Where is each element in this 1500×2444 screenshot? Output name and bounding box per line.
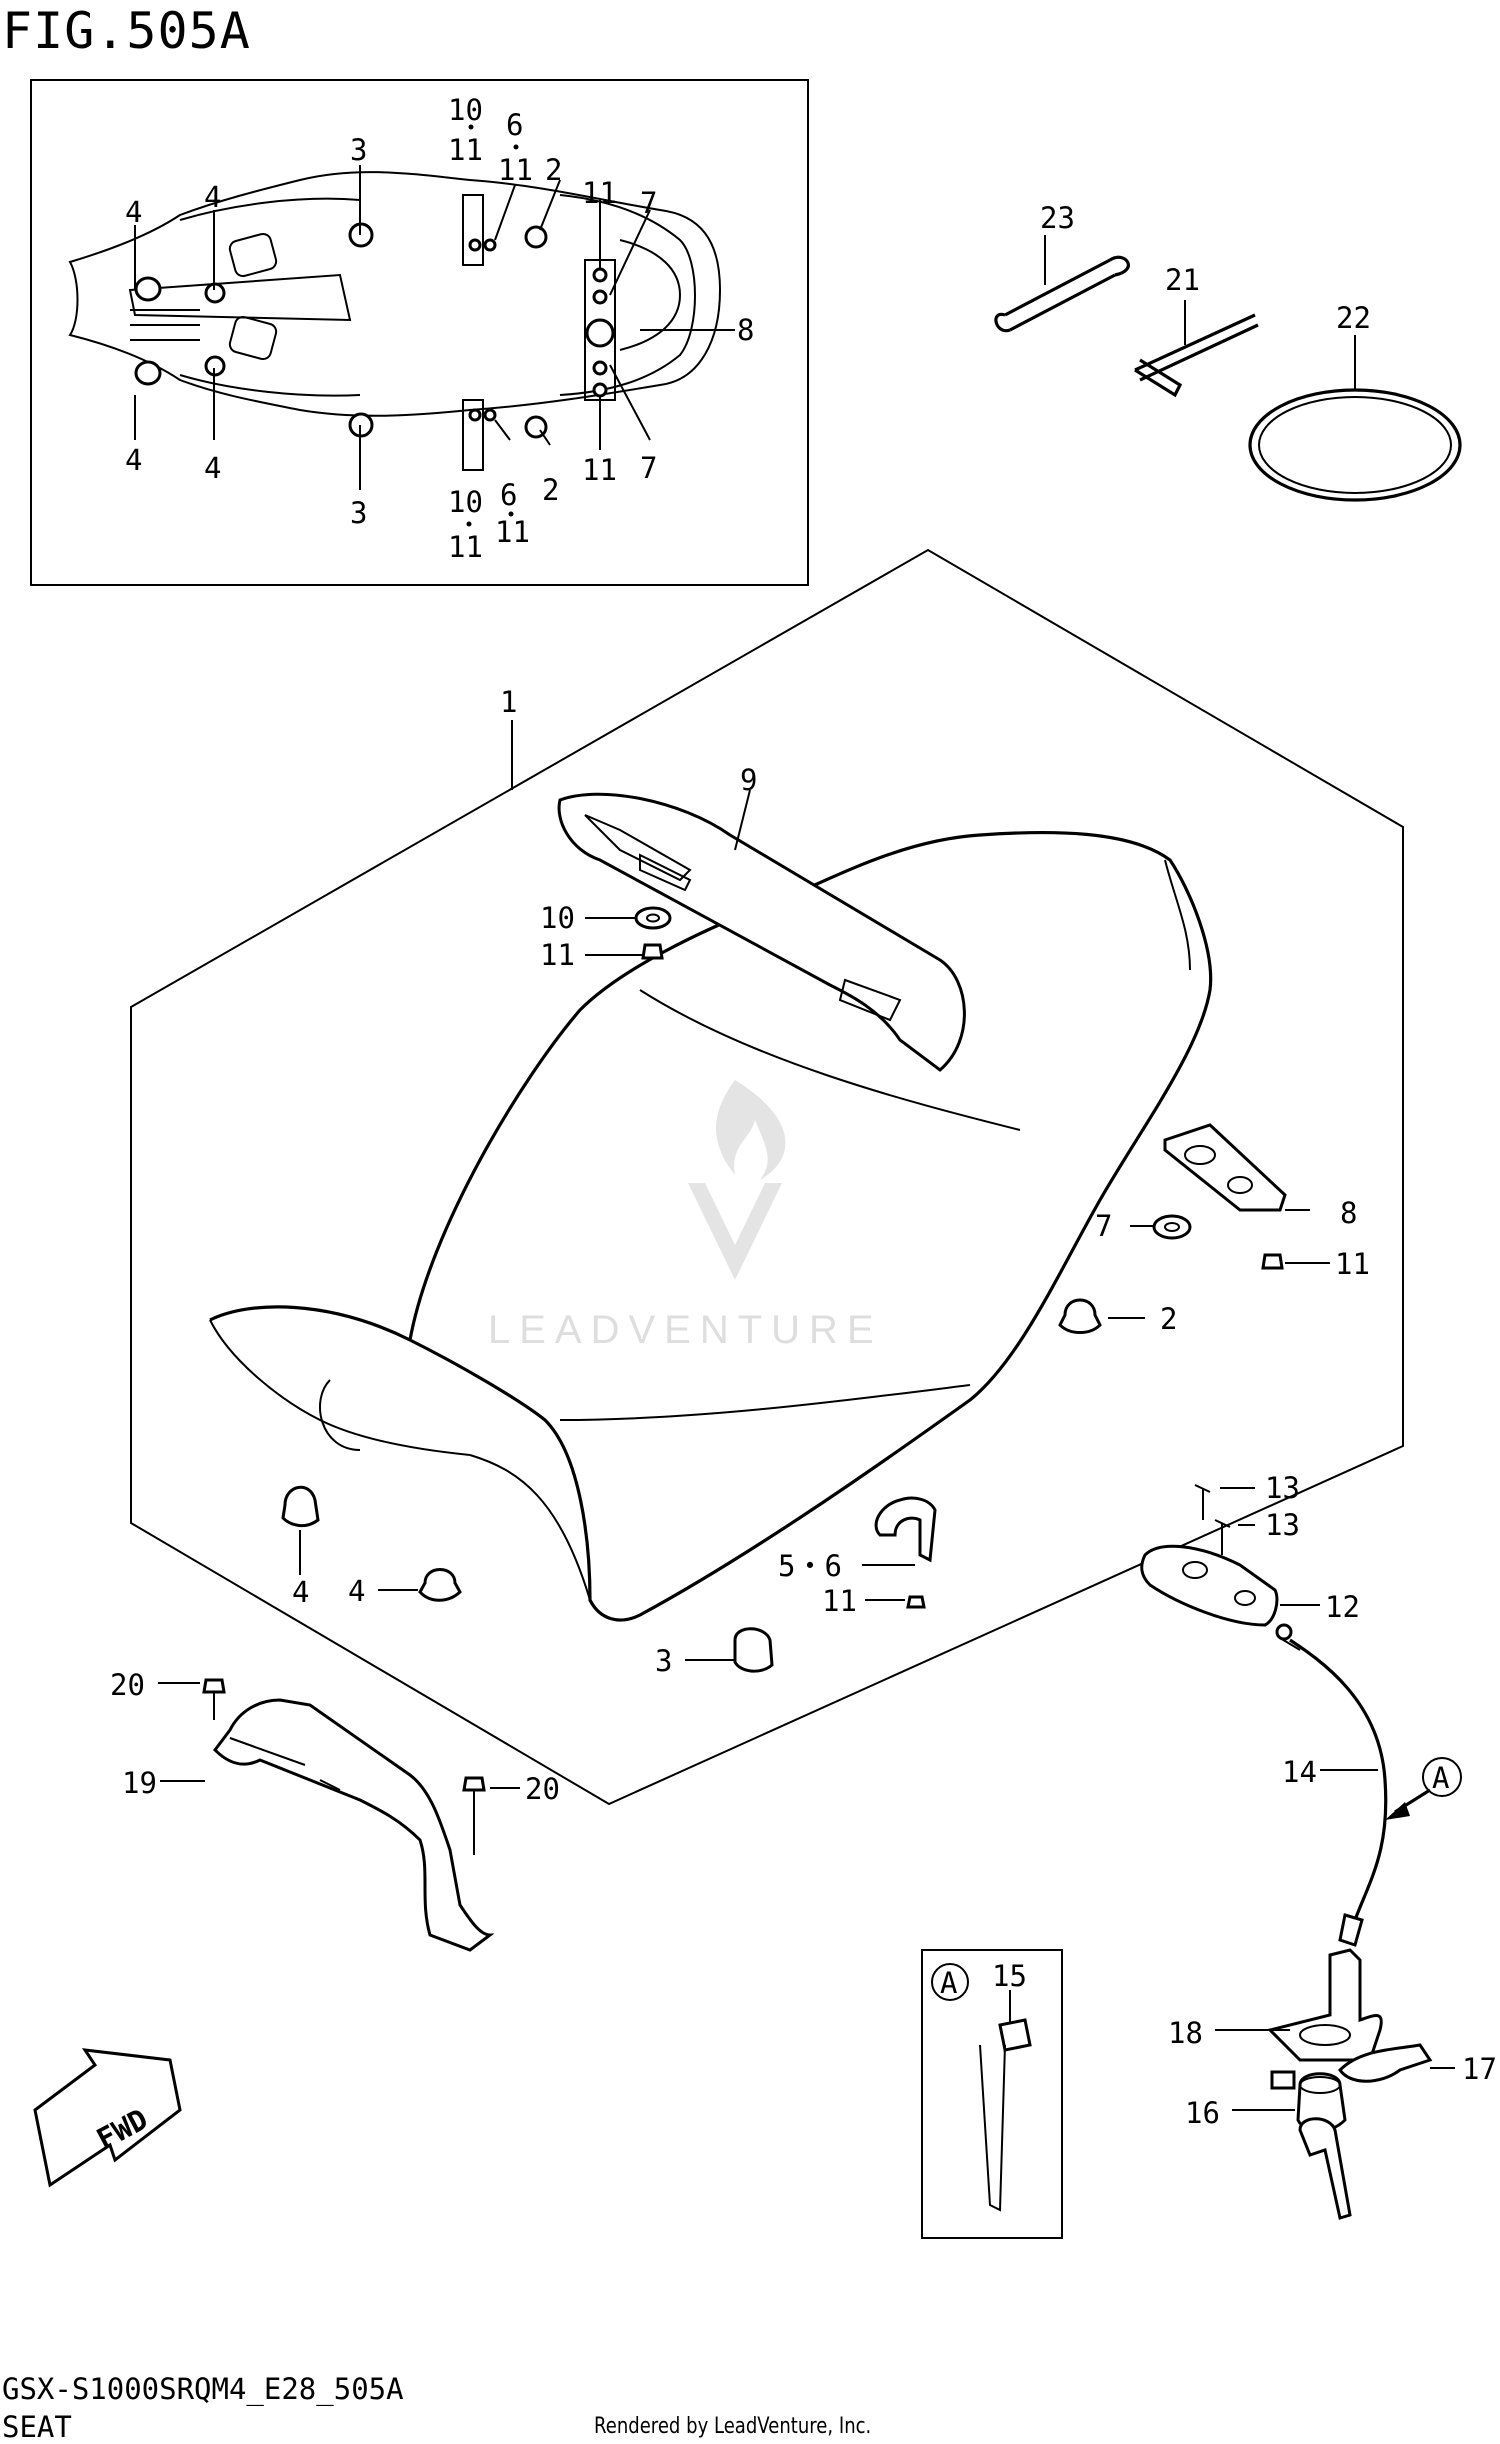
label-16: 16 [1185, 2096, 1220, 2130]
label-23: 23 [1040, 201, 1075, 235]
label-3: 3 [655, 1644, 672, 1678]
detail-label-8: 8 [737, 313, 754, 347]
seat-shell [209, 830, 1213, 1622]
lower-bracket [213, 1698, 495, 1952]
bracket-plate [1163, 1123, 1287, 1212]
hex-key-icon [1134, 313, 1259, 398]
detail-label-7-bottom: 7 [640, 451, 657, 485]
lock-group: 18 17 16 [1168, 1948, 1497, 2220]
label-14: 14 [1282, 1755, 1317, 1789]
view-marker-circle [1422, 1757, 1462, 1797]
detail-label-6-top: 6 [506, 108, 523, 142]
screw-icon [1194, 1484, 1231, 1555]
fwd-arrow-icon [33, 2048, 182, 2188]
detail-label-11-bottom-c: 11 [582, 453, 617, 487]
label-8: 8 [1340, 1196, 1357, 1230]
label-5-6: 5・6 [778, 1549, 842, 1583]
lock-lever [1338, 2043, 1433, 2083]
inset-marker-a: A [940, 1966, 957, 2000]
detail-label-10-bottom: 10 [448, 485, 483, 519]
detail-label-11-bottom: 11 [448, 530, 483, 564]
label-4-b: 4 [348, 1574, 365, 1608]
detail-label-11-top-b: 11 [498, 153, 533, 187]
release-cable [1289, 1638, 1388, 1921]
label-4-a: 4 [292, 1575, 309, 1609]
band-ring-icon [1248, 388, 1462, 502]
label-11-plate: 11 [1335, 1247, 1370, 1281]
detail-label-11-top-c: 11 [582, 176, 617, 210]
bolt-icon [202, 1678, 226, 1694]
label-2: 2 [1160, 1302, 1177, 1336]
label-17: 17 [1462, 2052, 1497, 2086]
detail-label-4-top-b: 4 [204, 180, 221, 214]
band-clip-icon [998, 2018, 1032, 2052]
label-20-a: 20 [110, 1668, 145, 1702]
render-credit: Rendered by LeadVenture, Inc. [594, 2414, 872, 2439]
detail-label-4-bottom-b: 4 [204, 451, 221, 485]
key-icon [1298, 2117, 1352, 2220]
detail-label-10-top: 10 [448, 93, 483, 127]
label-12: 12 [1325, 1590, 1360, 1624]
label-9: 9 [740, 763, 757, 797]
label-22: 22 [1336, 301, 1371, 335]
leadventure-watermark-logo [688, 1080, 786, 1280]
assembly-frame [130, 548, 1404, 1806]
detail-label-6-bottom: 6 [500, 478, 517, 512]
detail-label-11-top: 11 [448, 133, 483, 167]
label-7: 7 [1095, 1209, 1112, 1243]
diagram-code: GSX-S1000SRQM4_E28_505A [2, 2372, 404, 2406]
label-11-handle: 11 [540, 938, 575, 972]
detail-label-3-top: 3 [350, 133, 367, 167]
detail-label-2-bottom: 2 [542, 473, 559, 507]
label-18: 18 [1168, 2016, 1203, 2050]
detail-label-3-bottom: 3 [350, 496, 367, 530]
label-10: 10 [540, 901, 575, 935]
label-15: 15 [992, 1959, 1027, 1993]
figure-title: FIG.505A [2, 2, 251, 60]
tools-group: 23 21 22 [994, 201, 1462, 502]
detail-view-frame [30, 79, 809, 586]
wrench-icon [1004, 258, 1116, 332]
label-1: 1 [500, 685, 517, 719]
fwd-arrow: FWD [33, 2048, 182, 2188]
inset-a-frame [921, 1949, 1063, 2239]
label-11-hook: 11 [822, 1584, 857, 1618]
lock-base [1140, 1544, 1279, 1627]
label-20-b: 20 [525, 1772, 560, 1806]
detail-label-4-top-a: 4 [125, 195, 142, 229]
watermark-text: LEADVENTURE [488, 1308, 883, 1352]
label-13-b: 13 [1265, 1508, 1300, 1542]
detail-label-4-bottom-a: 4 [125, 443, 142, 477]
diagram-name: SEAT [2, 2410, 72, 2444]
detail-label-2-top: 2 [545, 153, 562, 187]
detail-label-11-bottom-b: 11 [495, 515, 530, 549]
lock-bracket [1267, 1948, 1383, 2062]
detail-view: 10 11 6 11 2 11 7 3 4 4 8 4 4 3 10 11 6 … [30, 79, 809, 586]
inset-a: A 15 [921, 1949, 1063, 2239]
seat-assembly: 1 9 10 11 8 7 11 [110, 548, 1462, 1952]
label-21: 21 [1165, 263, 1200, 297]
label-19: 19 [122, 1766, 157, 1800]
grab-handle [557, 792, 966, 1072]
view-marker-a: A [1432, 1761, 1449, 1795]
detail-label-7-top: 7 [640, 186, 657, 220]
label-13-a: 13 [1265, 1471, 1300, 1505]
